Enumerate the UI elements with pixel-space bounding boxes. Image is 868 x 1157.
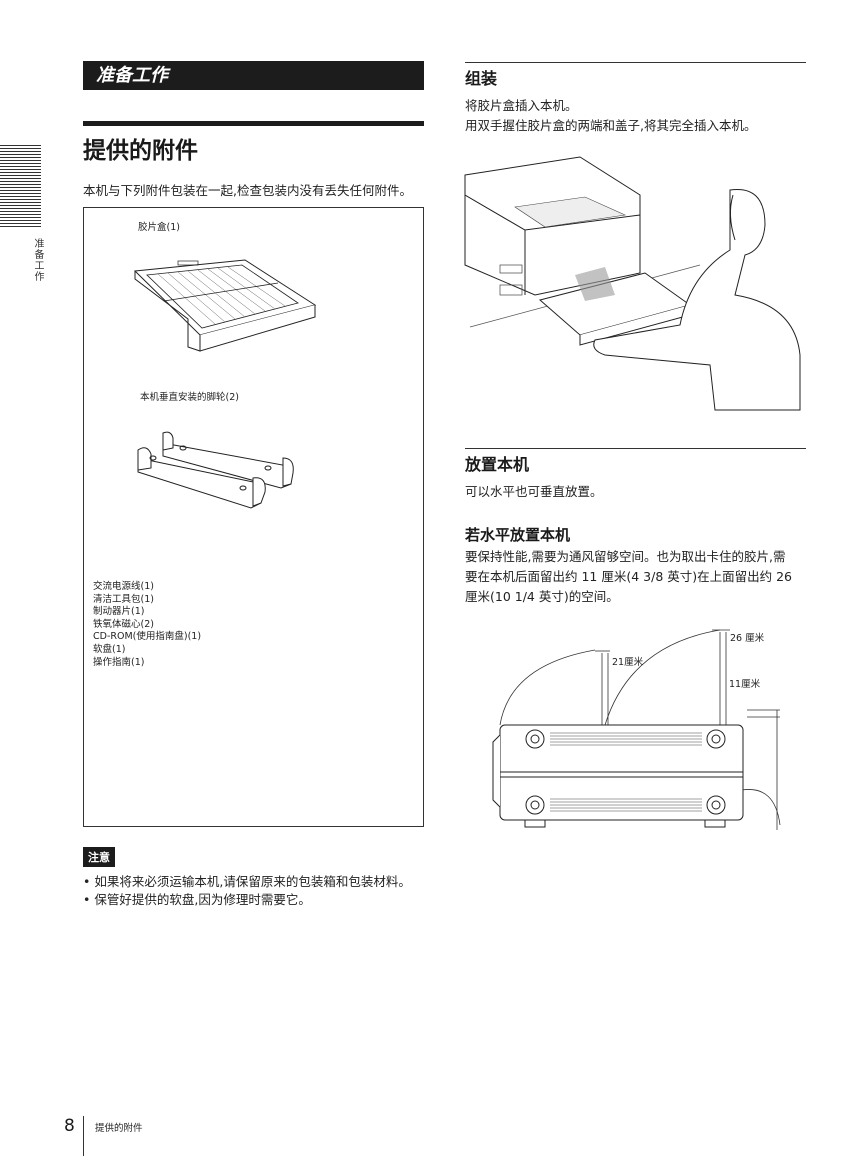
page-title: 提供的附件: [83, 138, 198, 164]
list-item: CD-ROM(使用指南盘)(1): [93, 631, 202, 643]
cassette-insertion-illustration: [464, 156, 801, 411]
list-item: 软盘(1): [93, 643, 126, 655]
chapter-thumb-tab: [0, 145, 41, 227]
horizontal-line: 厘米(10 1/4 英寸)的空间。: [465, 589, 619, 604]
footer-divider: [83, 1116, 84, 1156]
note-list: • 如果将来必须运输本机,请保留原来的包装箱和包装材料。 • 保管好提供的软盘,…: [83, 873, 411, 909]
assembly-rule: [465, 62, 806, 63]
placement-text: 可以水平也可垂直放置。: [465, 484, 603, 499]
title-rule: [83, 121, 424, 126]
assembly-text: 将胶片盒插入本机。 用双手握住胶片盒的两端和盖子,将其完全插入本机。: [465, 96, 807, 136]
film-cassette-label: 胶片盒(1): [138, 222, 180, 233]
footer-title: 提供的附件: [95, 1123, 143, 1134]
note-item: • 保管好提供的软盘,因为修理时需要它。: [83, 892, 311, 907]
film-cassette-illustration: [133, 259, 317, 352]
section-banner: 准备工作: [83, 61, 424, 90]
page-number: 8: [64, 1116, 75, 1136]
list-item: 操作指南(1): [93, 656, 145, 668]
note-tag: 注意: [83, 847, 115, 867]
dim-top-label: 26 厘米: [730, 633, 765, 644]
horizontal-text: 要保持性能,需要为通风留够空间。也为取出卡住的胶片,需 要在本机后面留出约 11…: [465, 547, 807, 607]
assembly-line: 将胶片盒插入本机。: [465, 98, 578, 113]
list-item: 制动器片(1): [93, 606, 145, 618]
accessory-list: 交流电源线(1) 清洁工具包(1) 制动器片(1) 铁氧体磁心(2) CD-RO…: [93, 581, 201, 669]
list-item: 清洁工具包(1): [93, 593, 154, 605]
list-item: 交流电源线(1): [93, 581, 154, 592]
placement-rule: [465, 448, 806, 449]
horizontal-line: 要在本机后面留出约 11 厘米(4 3/8 英寸)在上面留出约 26: [465, 569, 793, 584]
dim-middle-label: 21厘米: [612, 657, 644, 668]
chapter-thumb-label: 准备工作: [32, 238, 43, 282]
list-item: 铁氧体磁心(2): [93, 618, 154, 630]
assembly-line: 用双手握住胶片盒的两端和盖子,将其完全插入本机。: [465, 118, 757, 133]
accessories-box: [83, 207, 424, 827]
stand-feet-label: 本机垂直安装的脚轮(2): [140, 392, 239, 403]
placement-heading: 放置本机: [465, 455, 530, 474]
intro-text: 本机与下列附件包装在一起,检查包装内没有丢失任何附件。: [83, 183, 412, 198]
note-item: • 如果将来必须运输本机,请保留原来的包装箱和包装材料。: [83, 874, 411, 889]
stand-feet-illustration: [137, 431, 294, 509]
horizontal-line: 要保持性能,需要为通风留够空间。也为取出卡住的胶片,需: [465, 549, 786, 564]
dim-rear-label: 11厘米: [729, 679, 761, 690]
clearance-diagram: [492, 629, 781, 830]
horizontal-heading: 若水平放置本机: [465, 526, 571, 544]
assembly-heading: 组装: [465, 69, 498, 88]
